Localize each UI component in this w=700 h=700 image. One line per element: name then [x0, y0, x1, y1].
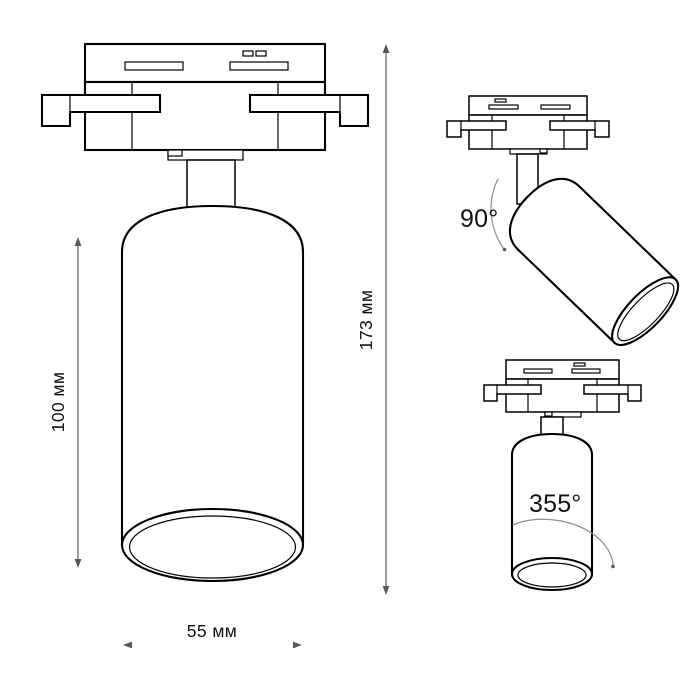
dim-label-height-body: 100 мм: [48, 372, 68, 433]
adapter-pin-rot: [573, 362, 586, 367]
dim-arrow-173-top: [382, 44, 390, 53]
adapter-contact-slot-left-rot: [523, 368, 553, 374]
lens-ring-inner: [128, 515, 297, 579]
rotation-sweep-arc: [512, 518, 614, 567]
lens-ring-outer-tilt: [611, 276, 680, 346]
lens-ring-inner-tilt: [617, 282, 675, 342]
adapter-lower-body-tilt: [468, 114, 588, 150]
lamp-body-rotation: [510, 432, 594, 592]
adapter-lower-body: [83, 80, 327, 152]
lens-ring-inner-rot: [517, 562, 587, 588]
adapter-pin-a: [242, 50, 254, 57]
dimension-width-body: 55 мм: [123, 621, 302, 649]
dim-arrow-55-right: [293, 641, 302, 649]
dimension-annotations: 173 мм 100 мм 55 мм: [48, 44, 390, 649]
tilt-sweep-arc: [490, 178, 505, 250]
dim-arrow-55-left: [123, 641, 132, 649]
tilt-angle-indicator: 90°: [460, 178, 507, 252]
tilt-angle-label: 90°: [460, 205, 498, 233]
rotation-view-355: 355°: [483, 359, 642, 592]
dim-label-width-body: 55 мм: [187, 621, 237, 641]
track-adapter-rotation: [483, 359, 642, 418]
dim-arrow-100-top: [74, 237, 82, 246]
main-front-view: [40, 42, 370, 583]
lens-ring-outer: [120, 507, 305, 583]
dim-arrow-173-bottom: [382, 586, 390, 595]
lamp-body-main: [120, 204, 305, 583]
lamp-cylinder: [120, 204, 305, 547]
lamp-cylinder-rot: [510, 432, 594, 576]
adapter-contact-slot-left-tilt: [488, 104, 519, 110]
lens-ring-outer-rot: [510, 556, 594, 592]
dim-arrow-100-bottom: [74, 559, 82, 568]
adapter-contact-slot-left: [124, 61, 184, 71]
tilt-arc-endpoint-dot: [502, 247, 507, 252]
adapter-lower-body-rot: [505, 378, 620, 413]
adapter-upper-body-rot: [505, 359, 620, 380]
adapter-pin-b: [255, 50, 267, 57]
adapter-base-notch: [167, 149, 183, 157]
adapter-contact-slot-right: [229, 61, 289, 71]
adapter-contact-slot-right-rot: [571, 368, 601, 374]
adapter-base-notch-tilt: [539, 148, 548, 154]
tilt-view-90: 90°: [446, 95, 680, 346]
dimension-height-body: 100 мм: [48, 237, 82, 568]
rotation-angle-label: 355°: [529, 490, 582, 518]
dimension-height-overall: 173 мм: [356, 44, 390, 595]
track-adapter-tilt: [446, 95, 610, 155]
rotation-arc-endpoint-dot: [611, 564, 615, 569]
adapter-pin-tilt: [494, 98, 507, 103]
track-adapter-main: [40, 42, 370, 161]
adapter-contact-slot-right-tilt: [540, 104, 571, 110]
lamp-body-tilt: [508, 177, 680, 346]
adapter-upper-body: [83, 42, 327, 84]
dim-label-height-overall: 173 мм: [356, 290, 376, 351]
adapter-base-notch-rot: [544, 411, 553, 417]
rotation-angle-indicator: 355°: [512, 490, 615, 569]
